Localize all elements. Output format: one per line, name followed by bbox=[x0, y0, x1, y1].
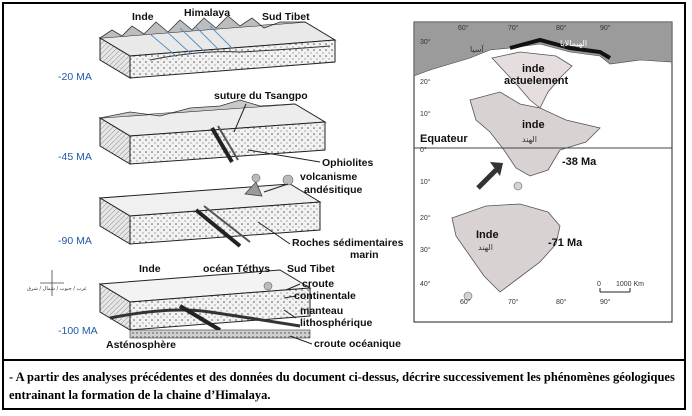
svg-text:90°: 90° bbox=[600, 24, 611, 32]
label-manteau-1: manteau bbox=[300, 305, 343, 317]
label-sud-tibet-20: Sud Tibet bbox=[262, 11, 310, 23]
latitude-ticks: 30° 20° 10° 0° 10° 20° 30° 40° bbox=[420, 38, 431, 288]
block-100ma: Inde océan Téthys Sud Tibet croute conti… bbox=[27, 263, 401, 351]
svg-text:70°: 70° bbox=[508, 298, 519, 306]
block-45ma: suture du Tsangpo Ophiolites -45 MA bbox=[58, 90, 373, 169]
label-volcanisme: volcanisme bbox=[300, 171, 357, 183]
label-croute-oceanique: croute océanique bbox=[314, 338, 401, 350]
svg-text:80°: 80° bbox=[556, 298, 567, 306]
label-inde-38-ar: الهند bbox=[522, 135, 537, 144]
label-ophiolites: Ophiolites bbox=[322, 157, 373, 169]
age-20ma: -20 MA bbox=[58, 71, 92, 83]
label-inde-20: Inde bbox=[132, 11, 154, 23]
document-frame bbox=[2, 2, 686, 410]
label-inde-38: inde bbox=[522, 119, 545, 131]
svg-text:80°: 80° bbox=[556, 24, 567, 32]
label-inde-100: Inde bbox=[139, 263, 161, 275]
label-inde-71-ar: الهند bbox=[478, 243, 493, 252]
map-scale: 0 1000 Km bbox=[597, 281, 644, 293]
label-sud-tibet-100: Sud Tibet bbox=[287, 263, 335, 275]
age-90ma: -90 MA bbox=[58, 235, 92, 247]
question-caption: - A partir des analyses précédentes et d… bbox=[9, 370, 675, 402]
compass-label: غرب / جنوب / شمال / شرق bbox=[27, 286, 87, 292]
label-inde-actuel-1: inde bbox=[522, 63, 545, 75]
label-age-71: -71 Ma bbox=[548, 237, 583, 249]
longitude-ticks-bottom: 60° 70° 80° 90° bbox=[460, 298, 611, 306]
label-inde-71: Inde bbox=[476, 229, 499, 241]
svg-text:20°: 20° bbox=[420, 78, 431, 86]
svg-text:10°: 10° bbox=[420, 110, 431, 118]
compass-rose: غرب / جنوب / شمال / شرق bbox=[27, 270, 87, 296]
block-90ma: volcanisme andésitique Roches sédimentai… bbox=[58, 171, 404, 261]
label-croute-2: continentale bbox=[294, 290, 356, 302]
label-roches-sedimentaires: Roches sédimentaires bbox=[292, 237, 404, 249]
age-45ma: -45 MA bbox=[58, 151, 92, 163]
label-croute-1: croute bbox=[302, 278, 334, 290]
label-asthenosphere: Asténosphère bbox=[106, 339, 176, 351]
label-manteau-2: lithosphérique bbox=[300, 317, 372, 329]
label-age-38: -38 Ma bbox=[562, 156, 597, 168]
paleo-map: الهيمالايا آسيا inde actuelement inde ال… bbox=[413, 21, 673, 323]
longitude-ticks-top: 60° 70° 80° 90° bbox=[458, 24, 611, 32]
svg-text:0: 0 bbox=[597, 281, 601, 288]
caption-divider bbox=[4, 359, 686, 361]
label-suture-tsangpo: suture du Tsangpo bbox=[214, 90, 308, 102]
age-100ma: -100 MA bbox=[58, 325, 98, 337]
svg-text:90°: 90° bbox=[600, 298, 611, 306]
svg-text:40°: 40° bbox=[420, 280, 431, 288]
svg-text:30°: 30° bbox=[420, 38, 431, 46]
label-himalaya: Himalaya bbox=[184, 7, 230, 19]
svg-text:20°: 20° bbox=[420, 214, 431, 222]
svg-text:70°: 70° bbox=[508, 24, 519, 32]
svg-text:0°: 0° bbox=[420, 146, 427, 154]
svg-text:10°: 10° bbox=[420, 178, 431, 186]
label-himalaya-ar: الهيمالايا bbox=[560, 39, 587, 48]
block-20ma: Inde Himalaya Sud Tibet -20 MA bbox=[58, 7, 337, 83]
label-andesitique: andésitique bbox=[304, 184, 363, 196]
blue-fold-lines bbox=[149, 25, 233, 57]
label-ocean-tethys: océan Téthys bbox=[203, 263, 270, 275]
label-marin: marin bbox=[350, 249, 379, 261]
svg-text:60°: 60° bbox=[458, 24, 469, 32]
svg-text:1000 Km: 1000 Km bbox=[616, 281, 644, 288]
label-equateur: Equateur bbox=[420, 133, 468, 145]
label-asia-ar: آسيا bbox=[470, 44, 485, 54]
label-inde-actuel-2: actuelement bbox=[504, 75, 569, 87]
svg-text:30°: 30° bbox=[420, 246, 431, 254]
svg-text:60°: 60° bbox=[460, 298, 471, 306]
